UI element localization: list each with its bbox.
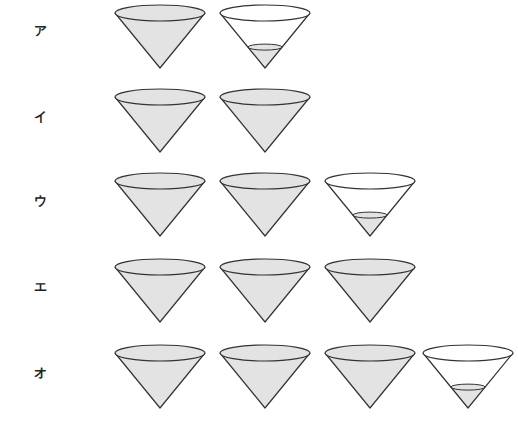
option-label: エ — [34, 280, 47, 293]
cone-vessel — [220, 259, 310, 322]
cone-rim — [325, 173, 415, 189]
cone-rim — [220, 89, 310, 105]
option-label: ウ — [34, 194, 47, 207]
cone-rim — [115, 259, 205, 275]
cone-rim — [423, 345, 513, 361]
cone-rim — [325, 345, 415, 361]
cone-vessel — [115, 89, 205, 152]
cone-vessel — [115, 345, 205, 408]
water-surface — [248, 44, 282, 50]
cone-vessel — [115, 5, 205, 68]
cone-rim — [115, 345, 205, 361]
cone-rim — [115, 5, 205, 21]
cone-rim — [325, 259, 415, 275]
option-label: オ — [34, 366, 47, 379]
option-label: イ — [34, 110, 47, 123]
water-surface — [451, 384, 485, 390]
cone-vessel — [220, 89, 310, 152]
cone-vessel — [325, 259, 415, 322]
cone-vessel — [220, 5, 310, 68]
cone-vessel — [325, 173, 415, 236]
cone-vessel — [423, 345, 513, 408]
cone-vessel — [220, 173, 310, 236]
cone-vessel — [115, 173, 205, 236]
cone-rim — [115, 173, 205, 189]
water-surface — [353, 212, 387, 218]
option-label: ア — [34, 24, 47, 37]
cone-rim — [220, 173, 310, 189]
cone-rim — [220, 5, 310, 21]
cone-rim — [220, 259, 310, 275]
cone-rim — [220, 345, 310, 361]
cone-rim — [115, 89, 205, 105]
cone-vessel — [325, 345, 415, 408]
cone-vessel — [115, 259, 205, 322]
cone-vessel — [220, 345, 310, 408]
